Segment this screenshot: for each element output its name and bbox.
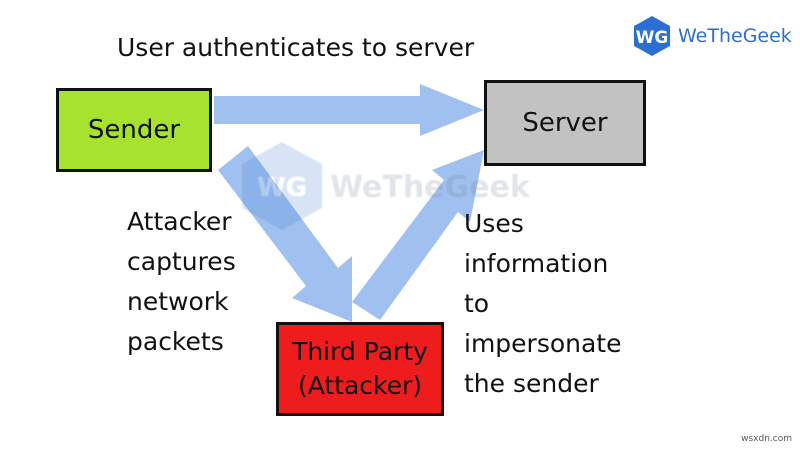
watermark-name: WeTheGeek: [330, 170, 531, 205]
right-annotation-line: information: [464, 249, 609, 278]
right-annotation-line: the sender: [464, 369, 599, 398]
watermark-logo: WG WeTheGeek: [242, 142, 531, 230]
right-annotation-line: impersonate: [464, 329, 622, 358]
brand-mark: WG: [636, 28, 669, 48]
left-annotation-line: packets: [127, 327, 224, 356]
attacker-node: Third Party (Attacker): [276, 322, 444, 416]
right-annotation: Uses information to impersonate the send…: [464, 204, 622, 404]
arrow-attacker-to-server: [352, 150, 484, 320]
brand-hex-icon: WG: [634, 16, 670, 56]
left-annotation-line: captures: [127, 247, 236, 276]
sender-label: Sender: [87, 115, 181, 145]
left-annotation: Attacker captures network packets: [127, 202, 236, 362]
attacker-label-line1: Third Party: [292, 337, 428, 367]
left-annotation-line: network: [127, 287, 229, 316]
arrow-sender-to-server: [214, 84, 484, 136]
brand-logo: WG WeTheGeek: [630, 14, 792, 58]
attacker-label-line2: (Attacker): [297, 371, 423, 400]
top-caption: User authenticates to server: [117, 33, 475, 62]
right-annotation-line: to: [464, 289, 490, 318]
sender-node: Sender: [56, 88, 212, 172]
server-label: Server: [522, 108, 608, 138]
server-node: Server: [484, 80, 646, 166]
left-annotation-line: Attacker: [127, 207, 232, 236]
footer-source: wsxdn.com: [741, 434, 792, 444]
watermark-mark: WG: [257, 173, 307, 203]
brand-name: WeTheGeek: [678, 25, 792, 47]
right-annotation-line: Uses: [464, 209, 524, 238]
